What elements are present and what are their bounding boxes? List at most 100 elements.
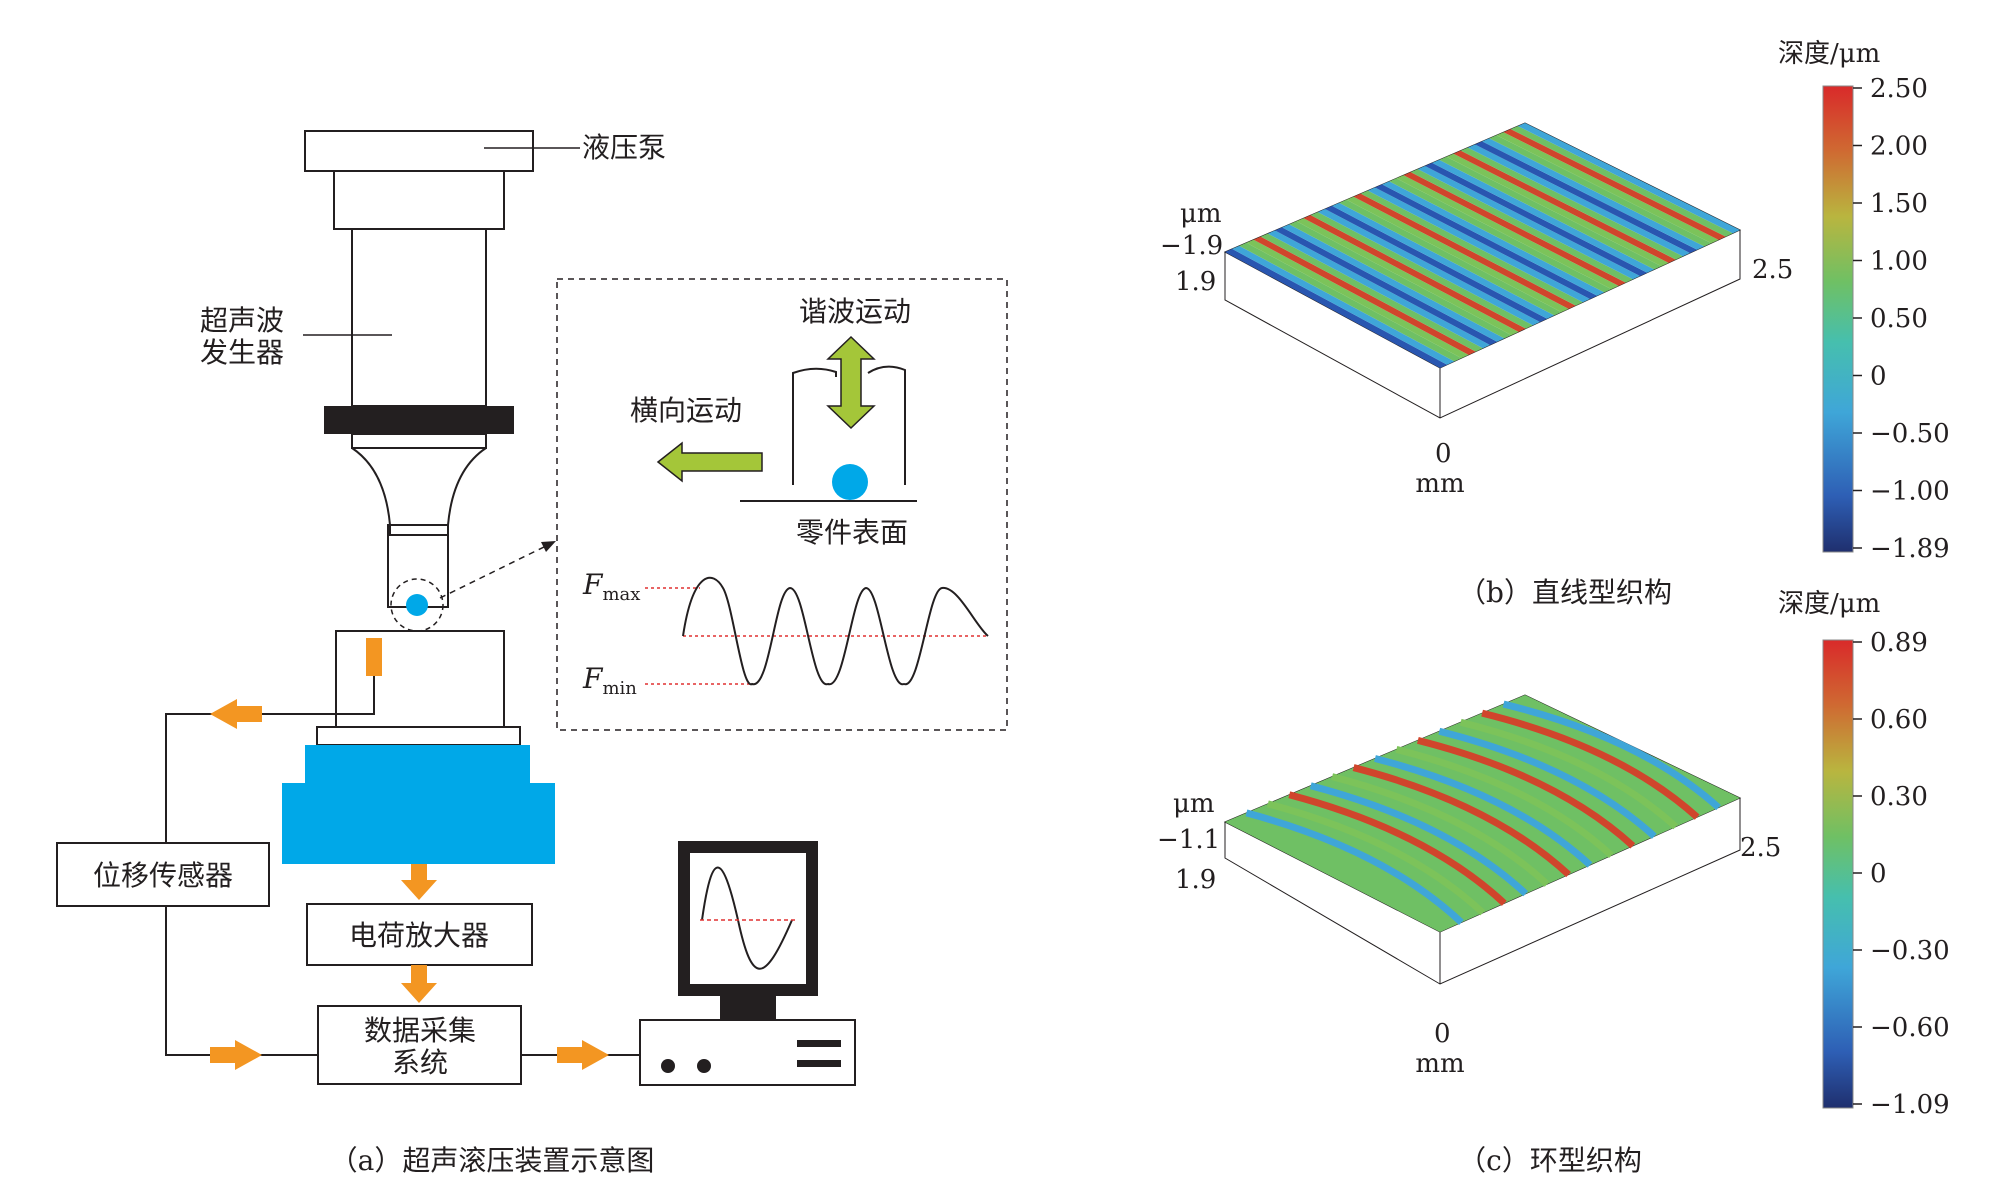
b-stripe (1353, 193, 1576, 309)
c-ring (1395, 746, 1614, 859)
harmonic-motion-arrow (826, 335, 876, 430)
lateral-motion-label: 横向运动 (630, 394, 742, 427)
b-stripe (1475, 141, 1698, 253)
b-stripe (1260, 233, 1483, 352)
b-axis-left-value: 1.9 (1175, 267, 1216, 297)
b-colorbar-tick-label: 2.50 (1870, 74, 1928, 104)
fmin-label: Fmin (582, 662, 637, 699)
b-stripe (1325, 205, 1548, 322)
b-stripe (1253, 236, 1476, 355)
panel-c-ring-texture: μm −1.1 1.9 2.5 0 mm 深度/μm 0.890.600.300… (1157, 589, 1950, 1177)
generator-label-line1: 超声波 (200, 304, 284, 337)
worktable (282, 745, 555, 864)
b-stripe (1446, 153, 1669, 267)
c-colorbar-ticks: 0.890.600.300−0.30−0.60−1.09 (1853, 628, 1950, 1120)
c-colorbar-tick-label: 0.60 (1870, 705, 1928, 735)
b-colorbar-tick-label: 0 (1870, 362, 1887, 392)
zoom-arrow-head (541, 541, 556, 552)
b-colorbar-tick-label: −1.00 (1870, 477, 1950, 507)
b-axis-top-value: −1.9 (1160, 231, 1223, 261)
b-stripe (1275, 227, 1498, 345)
b-stripe (1346, 196, 1569, 313)
b-stripe (1360, 190, 1583, 306)
inset-roller-ball (832, 464, 868, 500)
computer-case (639, 1019, 856, 1086)
b-stripe (1496, 132, 1719, 244)
c-axis-right-value: 2.5 (1740, 833, 1781, 863)
c-axis-bottom-value: 0 (1434, 1019, 1451, 1049)
workpiece-plate (316, 726, 521, 746)
c-colorbar-tick-label: 0.30 (1870, 782, 1928, 812)
b-stripe (1317, 209, 1540, 326)
c-axis-left-value: 1.9 (1175, 865, 1216, 895)
b-colorbar-tick-label: 1.50 (1870, 189, 1928, 219)
roller-ball (406, 594, 428, 616)
b-stripe (1425, 162, 1648, 276)
b-stripe (1282, 224, 1505, 342)
b-stripe (1382, 181, 1605, 296)
c-ring (1288, 791, 1507, 906)
panel-a-caption: （a）超声滚压装置示意图 (330, 1144, 655, 1177)
orange-arrow-down-2 (401, 965, 437, 1003)
b-stripe (1310, 212, 1533, 329)
charge-amplifier-label: 电荷放大器 (349, 919, 489, 952)
c-axis-unit-top: μm (1173, 789, 1215, 819)
computer-monitor (678, 841, 818, 996)
c-ring (1266, 800, 1486, 916)
b-stripe (1396, 175, 1619, 290)
c-ring (1374, 755, 1593, 868)
case-button-1 (661, 1059, 675, 1073)
b-axis-right-value: 2.5 (1752, 255, 1793, 285)
b-axis-bottom-unit: mm (1415, 469, 1464, 499)
ultrasonic-horn (351, 447, 487, 536)
b-stripe (1439, 156, 1662, 270)
displacement-sensor-label: 位移传感器 (93, 859, 233, 892)
panel-c-caption: （c）环型织构 (1458, 1144, 1642, 1177)
b-stripe (1339, 199, 1562, 316)
c-axis-bottom-unit: mm (1415, 1049, 1464, 1079)
c-colorbar-tick-label: −1.09 (1870, 1090, 1950, 1120)
orange-arrow-right-2 (557, 1040, 609, 1070)
b-stripe (1332, 202, 1555, 319)
c-colorbar-tick-label: 0 (1870, 859, 1887, 889)
b-colorbar-tick-label: −0.50 (1870, 419, 1950, 449)
c-ring (1352, 764, 1571, 878)
b-colorbar-tick-label: −1.89 (1870, 534, 1950, 564)
zoom-arrow-line (439, 544, 549, 599)
b-stripe (1489, 135, 1712, 247)
b-stripe (1453, 150, 1676, 263)
fmax-label: Fmax (582, 568, 640, 605)
c-colorbar (1822, 639, 1854, 1109)
c-ring (1417, 736, 1636, 849)
b-stripe (1246, 239, 1469, 359)
b-axis-bottom-value: 0 (1435, 439, 1452, 469)
inset-box (556, 278, 1008, 731)
orange-arrow-right-1 (210, 1040, 262, 1070)
c-colorbar-tick-label: −0.30 (1870, 936, 1950, 966)
b-stripe (1460, 147, 1683, 260)
displacement-sensor-box (56, 842, 270, 907)
b-colorbar-tick-label: 1.00 (1870, 247, 1928, 277)
c-ring (1481, 709, 1700, 820)
c-ring (1245, 809, 1464, 925)
band-lower (351, 433, 487, 449)
daq-box (317, 1005, 522, 1085)
b-stripe (1367, 187, 1590, 303)
c-ring (1502, 700, 1721, 811)
b-stripe (1296, 218, 1519, 336)
workpiece-holder (335, 630, 505, 728)
b-stripe (1417, 166, 1640, 280)
b-colorbar-tick-label: 0.50 (1870, 304, 1928, 334)
b-colorbar-ticks: 2.502.001.501.000.500−0.50−1.00−1.89 (1853, 74, 1950, 564)
orange-arrow-left (210, 699, 262, 729)
c-axis-top-value: −1.1 (1157, 825, 1220, 855)
part-surface-label: 零件表面 (796, 516, 908, 549)
c-texture-rings (1225, 695, 1740, 932)
panel-b-caption: （b）直线型织构 (1458, 576, 1672, 609)
b-stripe (1267, 230, 1490, 349)
inset-tool (792, 365, 906, 485)
orange-arrow-down-1 (401, 864, 437, 900)
harmonic-motion-label: 谐波运动 (799, 295, 911, 328)
b-stripe (1467, 144, 1690, 257)
b-stripe (1232, 245, 1455, 365)
